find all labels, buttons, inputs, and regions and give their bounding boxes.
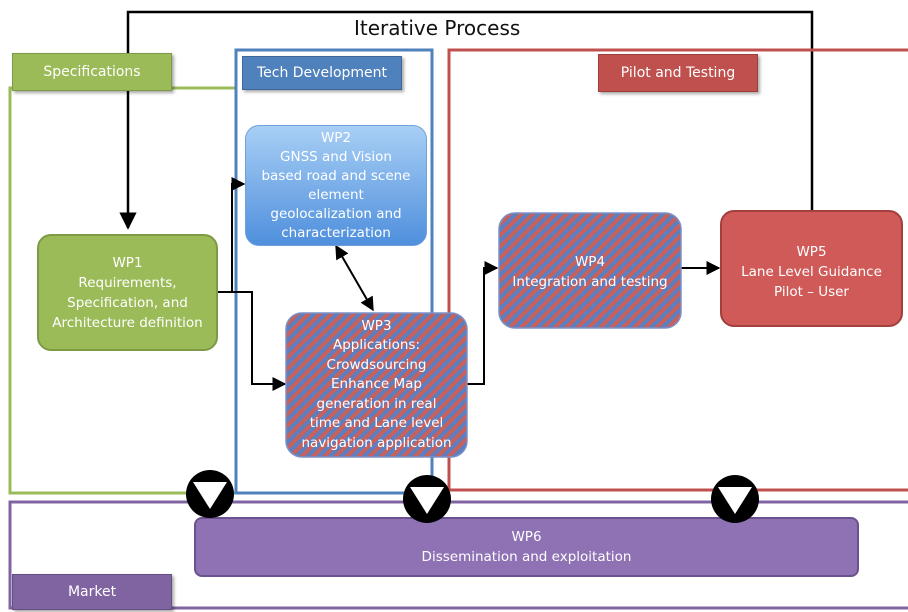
arrow-wp1-wp2 — [218, 177, 246, 293]
wp4-hatch — [498, 212, 682, 329]
wp3-line: Enhance Map — [331, 376, 422, 393]
arrow-wp1-wp3 — [218, 291, 287, 391]
down-triangle-icon — [186, 470, 234, 518]
tech-development-label: Tech Development — [242, 56, 402, 90]
market-label: Market — [12, 574, 172, 610]
arrow-wp2-wp3 — [335, 244, 374, 312]
diagram-title: Iterative Process — [346, 16, 529, 40]
wp2-line: based road and scene — [261, 167, 411, 184]
wp4-title: WP4 — [574, 254, 606, 270]
wp2-line: characterization — [281, 224, 391, 241]
wp2-box: WP2 GNSS and Vision based road and scene… — [245, 125, 427, 246]
wp6-line: Dissemination and exploitation — [421, 549, 632, 565]
wp2-title: WP2 — [320, 129, 352, 146]
down-triangle-icon — [403, 475, 451, 523]
wp3-box: WP3 Applications: Crowdsourcing Enhance … — [285, 312, 468, 458]
wp3-hatch — [285, 312, 468, 458]
wp3-line: Crowdsourcing — [326, 356, 427, 373]
wp1-line: Architecture definition — [52, 314, 203, 331]
wp4-line: Integration and testing — [512, 274, 668, 290]
pilot-testing-label: Pilot and Testing — [598, 54, 758, 92]
wp6-box: WP6 Dissemination and exploitation — [194, 517, 859, 577]
specifications-label: Specifications — [12, 53, 172, 91]
wp5-title: WP5 — [796, 244, 827, 260]
wp1-line: Specification, and — [67, 294, 188, 311]
wp4-box: WP4 Integration and testing — [498, 212, 682, 329]
tech-development-frame — [234, 48, 434, 495]
wp2-line: geolocalization and — [270, 205, 402, 222]
wp6-title: WP6 — [511, 529, 542, 545]
wp3-line: generation in real — [316, 395, 437, 412]
wp3-title: WP3 — [361, 317, 392, 334]
wp5-box: WP5 Lane Level Guidance Pilot – User — [720, 210, 903, 327]
wp1-title: WP1 — [112, 254, 143, 271]
market-frame — [8, 500, 908, 610]
wp2-line: element — [308, 186, 364, 203]
arrow-wp3-wp4 — [467, 261, 499, 385]
iterative-loop-line — [119, 10, 814, 230]
wp3-line: navigation application — [301, 434, 452, 451]
wp2-line: GNSS and Vision — [280, 148, 392, 165]
wp5-line: Lane Level Guidance — [741, 264, 882, 280]
wp5-line: Pilot – User — [773, 284, 849, 300]
wp1-line: Requirements, — [78, 274, 177, 291]
down-triangle-icon — [711, 475, 759, 523]
wp3-line: Applications: — [332, 337, 420, 354]
wp1-box: WP1 Requirements, Specification, and Arc… — [37, 234, 218, 351]
wp3-line: time and Lane level — [309, 415, 444, 432]
